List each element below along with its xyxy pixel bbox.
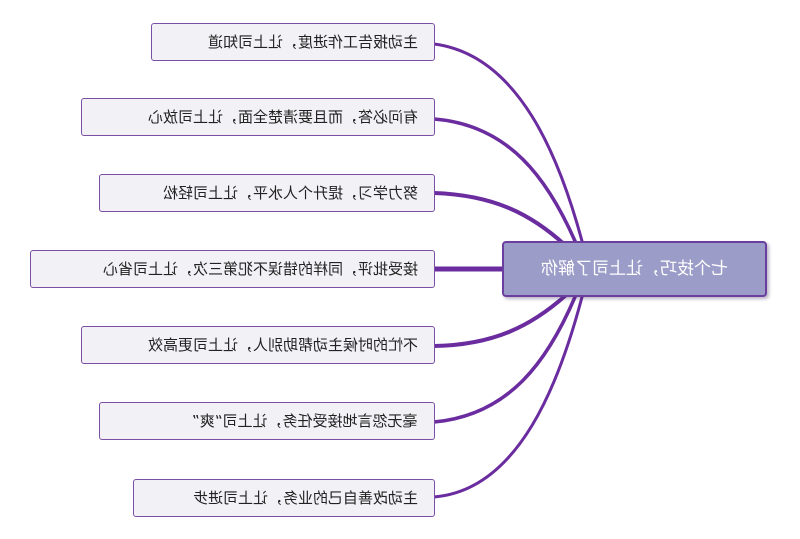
connector-5 — [432, 294, 567, 348]
branch-node-4[interactable]: 接受批评，同样的错误不犯第三次，让上司省心 — [30, 250, 435, 288]
branch-node-1[interactable]: 主动报告工作进度，让上司知道 — [151, 23, 435, 61]
connector-6 — [432, 295, 577, 424]
connector-2 — [432, 117, 577, 243]
branch-label-6: 毫无怨言地接受任务，让上司“爽” — [192, 412, 418, 430]
branch-node-3[interactable]: 努力学习，提升个人水平，让上司轻松 — [99, 174, 435, 212]
branch-label-5: 不忙的时候主动帮助别人，让上司更高效 — [147, 336, 418, 354]
branch-label-2: 有问必答，而且要清楚全面，让上司放心 — [147, 108, 418, 126]
branch-label-4: 接受批评，同样的错误不犯第三次，让上司省心 — [102, 260, 418, 278]
branch-label-1: 主动报告工作进度，让上司知道 — [207, 33, 418, 51]
branch-label-7: 主动改善自己的业务，让上司进步 — [192, 489, 418, 507]
branch-node-7[interactable]: 主动改善自己的业务，让上司进步 — [133, 479, 435, 517]
central-topic-label: 七个技巧，让上司了解你 — [541, 259, 728, 279]
branch-node-5[interactable]: 不忙的时候主动帮助别人，让上司更高效 — [81, 326, 435, 364]
branch-node-2[interactable]: 有问必答，而且要清楚全面，让上司放心 — [81, 98, 435, 136]
central-topic[interactable]: 七个技巧，让上司了解你 — [502, 241, 767, 297]
branch-node-6[interactable]: 毫无怨言地接受任务，让上司“爽” — [99, 402, 435, 440]
connector-3 — [432, 191, 567, 247]
connector-1 — [432, 42, 584, 243]
connector-7 — [432, 295, 584, 499]
branch-label-3: 努力学习，提升个人水平，让上司轻松 — [162, 184, 418, 202]
